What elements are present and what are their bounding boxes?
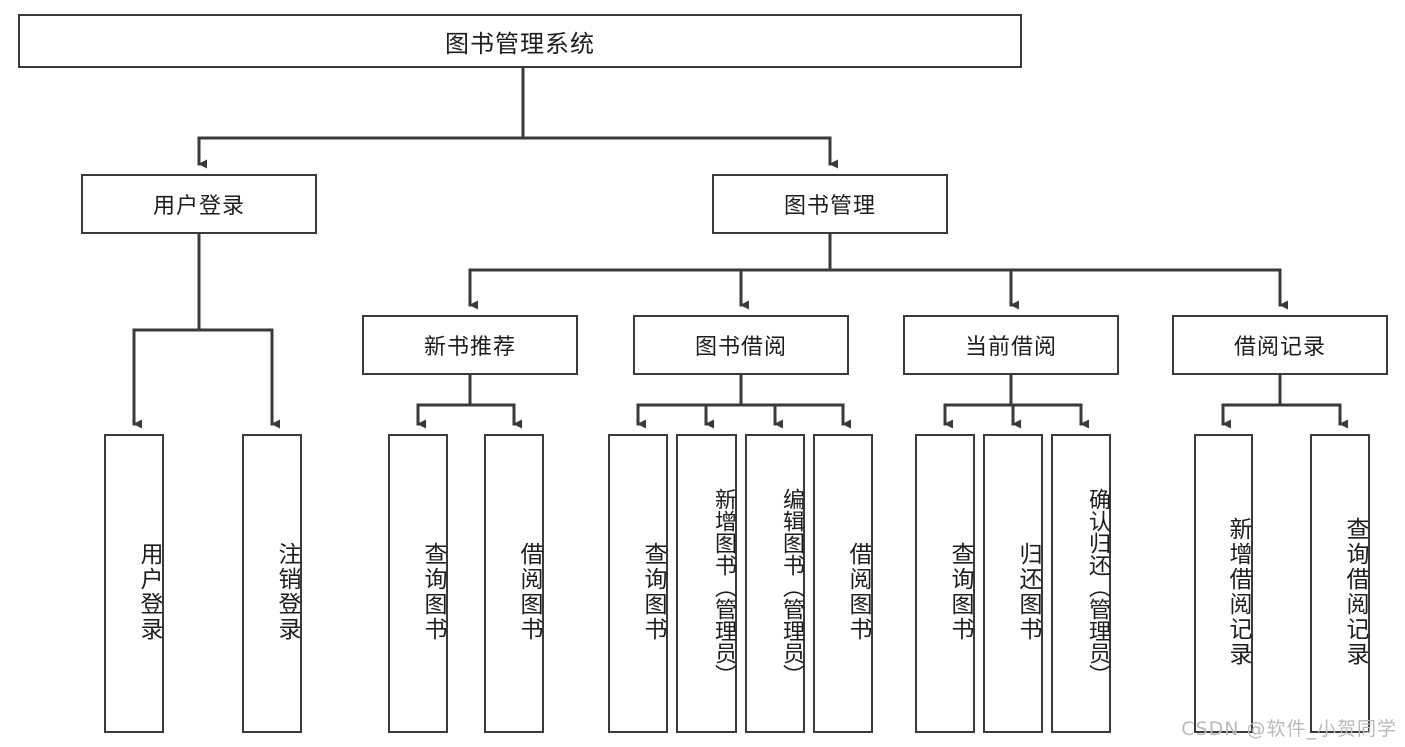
node-book-manage-label: 图书管理 bbox=[783, 194, 876, 219]
node-current-borrow[interactable]: 当前借阅 bbox=[903, 315, 1119, 375]
node-leaf-query-borrow-record-label: 查询借阅记录 bbox=[1342, 516, 1368, 667]
node-leaf-add-borrow-record-label: 新增借阅记录 bbox=[1225, 516, 1251, 667]
node-leaf-query-book-current[interactable]: 查询图书 bbox=[915, 434, 975, 733]
node-leaf-user-login-label: 用户登录 bbox=[136, 541, 162, 642]
node-leaf-borrow-book-recommend-label: 借阅图书 bbox=[516, 541, 542, 642]
node-new-book-recommend-label: 新书推荐 bbox=[423, 335, 516, 360]
node-leaf-edit-book-admin[interactable]: 编辑图书（管理员） bbox=[745, 434, 805, 733]
node-leaf-add-borrow-record[interactable]: 新增借阅记录 bbox=[1194, 434, 1253, 733]
node-leaf-add-book-admin-label: 新增图书（管理员） bbox=[711, 487, 736, 686]
node-leaf-borrow-book-recommend[interactable]: 借阅图书 bbox=[484, 434, 544, 733]
node-leaf-confirm-return-admin[interactable]: 确认归还（管理员） bbox=[1051, 434, 1111, 733]
node-leaf-query-borrow-record[interactable]: 查询借阅记录 bbox=[1310, 434, 1370, 733]
node-leaf-borrow-book-label: 借阅图书 bbox=[845, 541, 871, 642]
node-root-label: 图书管理系统 bbox=[445, 29, 595, 58]
node-borrow-record[interactable]: 借阅记录 bbox=[1172, 315, 1388, 375]
node-user-login[interactable]: 用户登录 bbox=[81, 174, 317, 234]
node-leaf-query-book-recommend[interactable]: 查询图书 bbox=[388, 434, 448, 733]
node-borrow-record-label: 借阅记录 bbox=[1233, 335, 1326, 360]
node-leaf-return-book[interactable]: 归还图书 bbox=[983, 434, 1043, 733]
node-new-book-recommend[interactable]: 新书推荐 bbox=[362, 315, 578, 375]
node-leaf-add-book-admin[interactable]: 新增图书（管理员） bbox=[676, 434, 737, 733]
node-leaf-query-book-recommend-label: 查询图书 bbox=[420, 541, 446, 642]
node-leaf-query-book-current-label: 查询图书 bbox=[947, 541, 973, 642]
node-book-borrow-label: 图书借阅 bbox=[694, 335, 787, 360]
node-leaf-query-book-borrow[interactable]: 查询图书 bbox=[608, 434, 668, 733]
node-leaf-return-book-label: 归还图书 bbox=[1015, 541, 1041, 642]
node-user-login-label: 用户登录 bbox=[152, 194, 245, 219]
node-leaf-edit-book-admin-label: 编辑图书（管理员） bbox=[779, 487, 804, 686]
node-leaf-borrow-book[interactable]: 借阅图书 bbox=[813, 434, 873, 733]
node-leaf-confirm-return-admin-label: 确认归还（管理员） bbox=[1085, 487, 1110, 686]
node-leaf-logout-label: 注销登录 bbox=[274, 541, 300, 642]
node-leaf-query-book-borrow-label: 查询图书 bbox=[640, 541, 666, 642]
node-current-borrow-label: 当前借阅 bbox=[964, 335, 1057, 360]
node-book-borrow[interactable]: 图书借阅 bbox=[633, 315, 849, 375]
node-leaf-user-login[interactable]: 用户登录 bbox=[104, 434, 164, 733]
node-leaf-logout[interactable]: 注销登录 bbox=[242, 434, 302, 733]
node-root[interactable]: 图书管理系统 bbox=[18, 14, 1022, 68]
watermark: CSDN @软件_小贺同学 bbox=[1181, 718, 1397, 740]
node-book-manage[interactable]: 图书管理 bbox=[712, 174, 948, 234]
